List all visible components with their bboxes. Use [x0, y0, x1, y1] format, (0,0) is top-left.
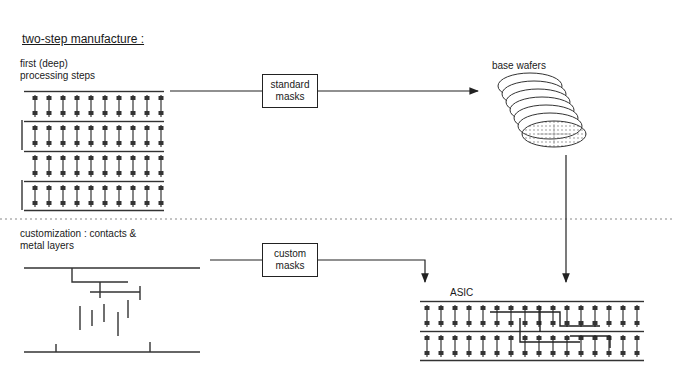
wafer-stack	[498, 73, 586, 147]
flow-arrow	[565, 155, 566, 282]
flow-arrow	[170, 90, 262, 91]
stage-label: ASIC	[450, 287, 473, 299]
process-stage: first (deep) processing steps	[20, 58, 170, 208]
transistor-array	[22, 90, 164, 211]
flow-arrow	[318, 260, 425, 282]
mask-box: standard masks	[262, 74, 318, 108]
stage-label: first (deep) processing steps	[20, 58, 115, 82]
process-stage: customization : contacts & metal layers	[20, 228, 210, 368]
stage-label: base wafers	[492, 60, 546, 72]
metal-layers	[24, 268, 200, 352]
diagram-title: two-step manufacture :	[22, 32, 144, 46]
box-label: custom masks	[266, 248, 314, 272]
divider-line	[0, 219, 673, 220]
flow-arrow	[318, 90, 478, 91]
asic-chip	[420, 300, 644, 361]
flow-arrow	[210, 259, 262, 260]
box-label: standard masks	[266, 79, 314, 103]
wafer-stage: base wafers	[478, 55, 578, 155]
asic-stage: ASIC	[410, 282, 650, 370]
mask-box: custom masks	[262, 243, 318, 277]
stage-label: customization : contacts & metal layers	[20, 228, 150, 252]
